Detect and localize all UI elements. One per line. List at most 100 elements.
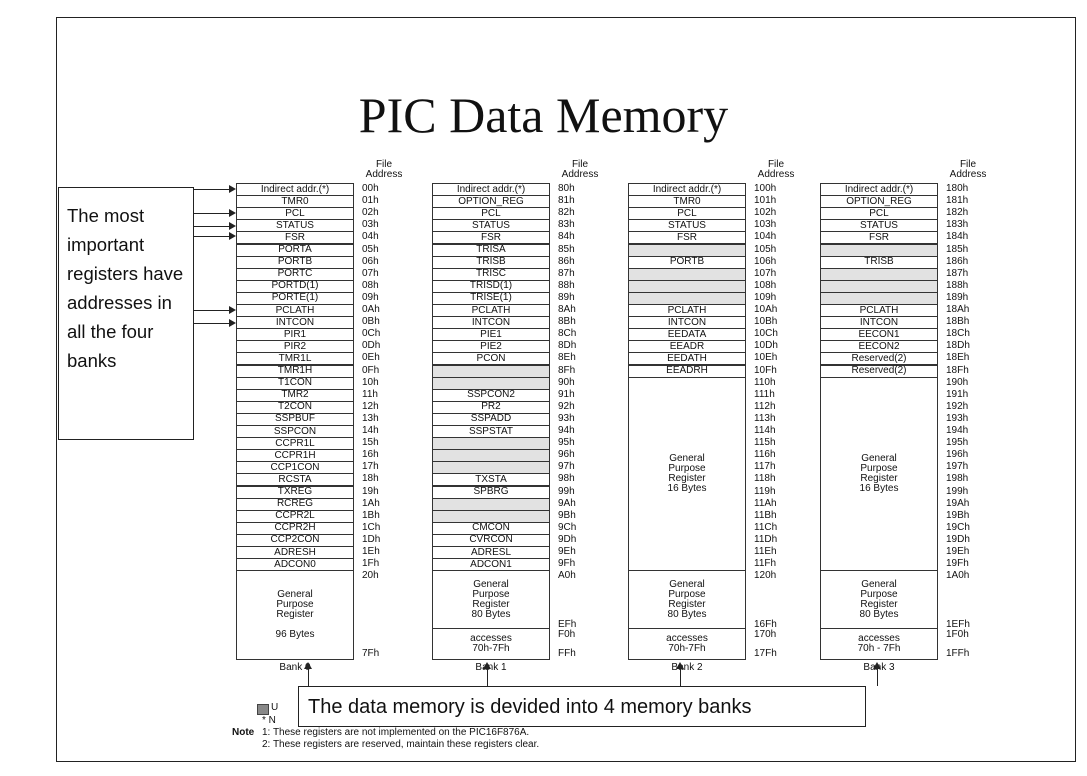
gpr-end-address: 16Fh bbox=[754, 619, 777, 630]
register-address: 91h bbox=[558, 388, 575, 400]
register-address: 198h bbox=[946, 473, 969, 485]
register-address: 101h bbox=[754, 195, 777, 207]
cell-text-line: General bbox=[669, 452, 705, 464]
cell-text-line: Register bbox=[472, 598, 510, 610]
register-address: 0Fh bbox=[362, 364, 380, 376]
register-address: 190h bbox=[946, 376, 969, 388]
cell-text-line: 70h-7Fh bbox=[472, 643, 510, 654]
register-address: 99h bbox=[558, 485, 575, 497]
tail-start-address: F0h bbox=[558, 629, 576, 640]
register-address: 9Eh bbox=[558, 546, 576, 557]
arrow-fsr bbox=[194, 231, 236, 241]
register-address: 189h bbox=[946, 291, 969, 303]
register-address: 10h bbox=[362, 376, 379, 388]
register-address: 1Bh bbox=[362, 509, 380, 521]
cell-text-line: 80 Bytes bbox=[471, 608, 511, 620]
cell-text-line: accesses bbox=[666, 633, 708, 644]
register-address: 194h bbox=[946, 425, 969, 436]
register-address: 87h bbox=[558, 267, 575, 279]
register-address: 11h bbox=[362, 388, 378, 400]
register-address: 112h bbox=[754, 400, 776, 412]
register-address: 193h bbox=[946, 412, 969, 424]
register-address: 18Ah bbox=[946, 304, 970, 315]
register-address: 1Fh bbox=[362, 558, 380, 570]
register-address: 110h bbox=[754, 376, 776, 388]
register-address: 04h bbox=[362, 231, 379, 243]
register-address: 181h bbox=[946, 195, 969, 207]
register-address: 9Ch bbox=[558, 521, 577, 533]
register-address: 104h bbox=[754, 231, 777, 243]
arrow-indirect bbox=[194, 184, 236, 194]
arrow-status bbox=[194, 221, 236, 231]
register-address: 0Bh bbox=[362, 316, 380, 328]
register-address: 185h bbox=[946, 243, 969, 255]
register-address: 13h bbox=[362, 412, 379, 424]
note-1: 1: These registers are not implemented o… bbox=[262, 727, 530, 738]
cell-text-line: General bbox=[669, 578, 705, 590]
register-address: 02h bbox=[362, 207, 379, 219]
register-address: 115h bbox=[754, 437, 776, 449]
cell-text-line: General bbox=[861, 452, 897, 464]
cell-text-line: General bbox=[277, 589, 313, 601]
cell-text-line: Register bbox=[860, 598, 898, 610]
register-address: 10Ch bbox=[754, 328, 778, 340]
bank-label: Bank 2 bbox=[671, 662, 703, 673]
register-address: 187h bbox=[946, 267, 969, 279]
register-address: 10Bh bbox=[754, 316, 778, 328]
gpr-start-address: A0h bbox=[558, 570, 576, 582]
register-address: 0Ch bbox=[362, 328, 381, 340]
register-address: 103h bbox=[754, 219, 777, 231]
register-address: 19Dh bbox=[946, 533, 970, 545]
register-address: 9Ah bbox=[558, 497, 576, 509]
register-address: 0Dh bbox=[362, 340, 381, 352]
gpr-start-address: 1A0h bbox=[946, 570, 970, 582]
cell-text-line: General bbox=[861, 578, 897, 590]
slide-frame bbox=[56, 17, 1076, 762]
last-address: FFh bbox=[558, 648, 576, 659]
register-address: 199h bbox=[946, 485, 969, 497]
arrow-bank2 bbox=[675, 662, 685, 686]
register-address: 19Eh bbox=[946, 546, 970, 557]
register-address: 1Ah bbox=[362, 497, 380, 509]
register-address: 105h bbox=[754, 243, 777, 255]
register-address: 10Fh bbox=[754, 364, 777, 376]
register-address: 90h bbox=[558, 376, 575, 388]
register-address: 8Dh bbox=[558, 340, 577, 352]
register-address: 113h bbox=[754, 412, 776, 424]
register-address: 11Ch bbox=[754, 521, 778, 533]
register-address: 8Ch bbox=[558, 328, 577, 340]
register-address: 0Eh bbox=[362, 352, 380, 364]
bank-label: Bank 0 bbox=[279, 662, 311, 673]
arrow-pclath bbox=[194, 305, 236, 315]
arrow-bank3 bbox=[872, 662, 882, 686]
register-address: 195h bbox=[946, 437, 969, 449]
cell-text-line: Address bbox=[949, 169, 987, 180]
arrow-bank0 bbox=[303, 662, 313, 686]
cell-text-line: 80 Bytes bbox=[859, 608, 899, 620]
register-address: 18Bh bbox=[946, 316, 970, 328]
cell-text-line: Purpose bbox=[472, 588, 510, 600]
register-address: 17h bbox=[362, 461, 379, 473]
register-address: 95h bbox=[558, 437, 575, 449]
register-address: 108h bbox=[754, 279, 777, 291]
note-2: 2: These registers are reserved, maintai… bbox=[262, 739, 540, 750]
register-address: 116h bbox=[754, 449, 776, 461]
register-address: 196h bbox=[946, 449, 969, 461]
last-address: 1FFh bbox=[946, 648, 970, 659]
cell-text-line: Purpose bbox=[668, 588, 706, 600]
register-address: 9Dh bbox=[558, 533, 577, 545]
register-address: 111h bbox=[754, 388, 775, 400]
register-address: 1Dh bbox=[362, 533, 381, 545]
register-address: 83h bbox=[558, 219, 575, 231]
register-address: 01h bbox=[362, 195, 379, 207]
gpr-start-address: 20h bbox=[362, 570, 379, 582]
register-address: 96h bbox=[558, 449, 575, 461]
register-address: 15h bbox=[362, 437, 379, 449]
gpr-end-address: EFh bbox=[558, 619, 577, 630]
